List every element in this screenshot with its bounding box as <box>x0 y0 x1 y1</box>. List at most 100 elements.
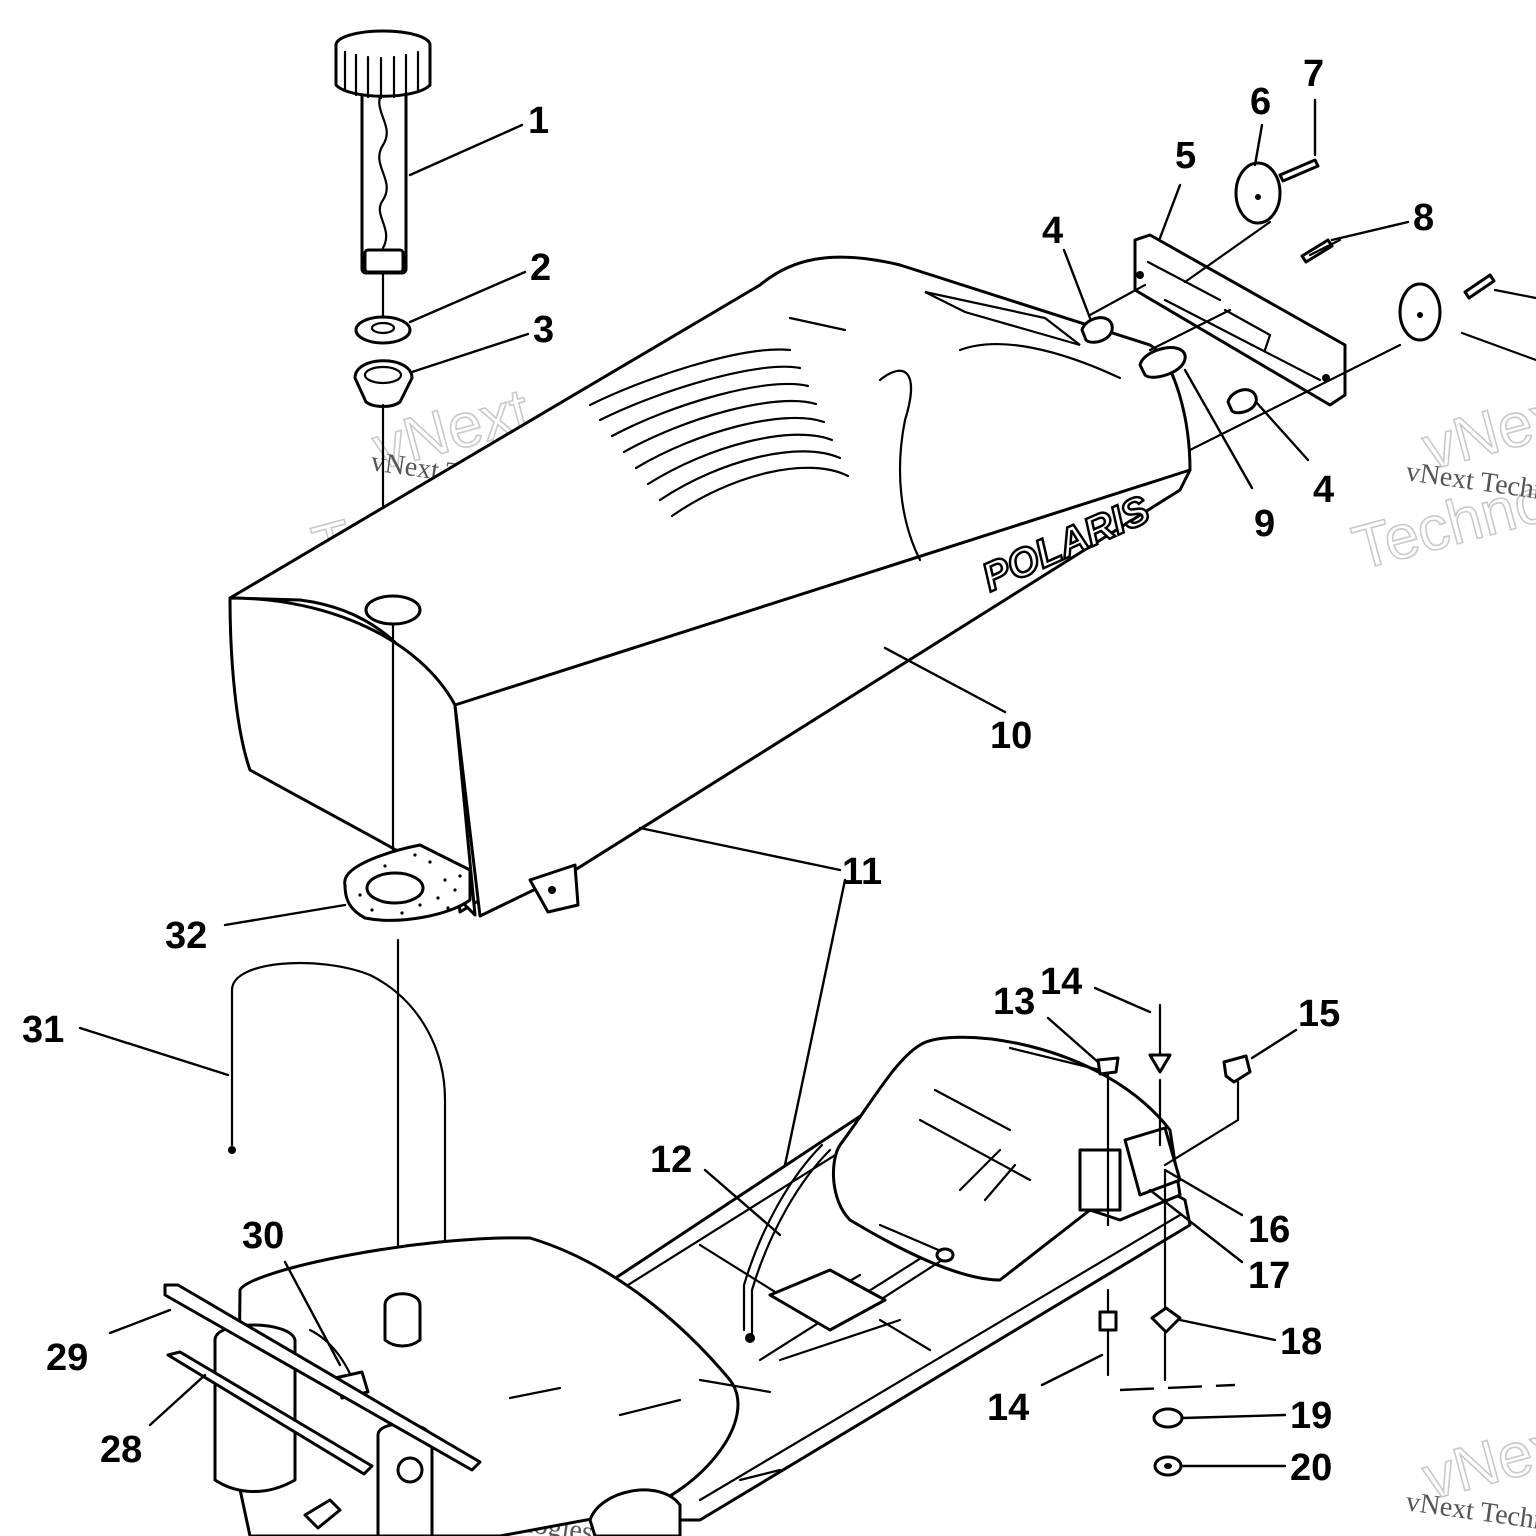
filler-neck-hose <box>378 88 388 250</box>
tank-bottom-fitting <box>588 1488 682 1536</box>
callout-labels: 1 2 3 4 4 5 6 7 8 9 10 11 12 13 14 14 15… <box>22 53 1434 1489</box>
nut-20-hole <box>1164 1463 1172 1469</box>
bulb-9 <box>1138 346 1187 379</box>
callout-4-upper: 4 <box>1042 210 1063 252</box>
tray-details <box>618 1078 1182 1502</box>
tray-plate <box>768 1268 887 1332</box>
nut-13 <box>1096 1056 1120 1076</box>
leader-18 <box>1178 1318 1277 1342</box>
callout-13: 13 <box>993 981 1035 1023</box>
leader-4b <box>1254 400 1310 462</box>
callout-15: 15 <box>1298 993 1340 1035</box>
leader-8 <box>1330 220 1410 242</box>
lens-6-upper <box>1234 161 1282 225</box>
callout-9: 9 <box>1254 503 1275 545</box>
clip-15-line-b <box>1163 1118 1240 1167</box>
leader-15 <box>1250 1028 1298 1060</box>
callout-14-upper: 14 <box>1040 961 1082 1003</box>
callout-31: 31 <box>22 1009 64 1051</box>
washer-2-hole <box>370 321 396 335</box>
callout-14-lower: 14 <box>987 1387 1029 1429</box>
leader-5 <box>1158 183 1182 240</box>
fuel-line-12-outer <box>742 1143 824 1332</box>
taillight-assembly <box>1080 158 1536 452</box>
callout-20: 20 <box>1290 1447 1332 1489</box>
callout-1: 1 <box>528 100 549 142</box>
fuel-line-12 <box>750 1148 832 1337</box>
seat-assembly: POLARIS <box>228 255 1192 918</box>
vent-hose-end <box>228 1146 236 1154</box>
screw-7 <box>1278 158 1320 183</box>
leader-14b <box>1040 1353 1104 1387</box>
nut-18 <box>1150 1306 1182 1334</box>
callout-10: 10 <box>990 715 1032 757</box>
callout-5: 5 <box>1175 135 1196 177</box>
leader-29 <box>108 1308 172 1335</box>
filler-cap-assembly <box>334 29 432 275</box>
tank-and-tray <box>163 1035 1192 1536</box>
leader-32 <box>223 903 347 927</box>
lens-6-upper-center <box>1255 194 1261 200</box>
oil-tank-details <box>918 1046 1102 1202</box>
callout-30: 30 <box>242 1215 284 1257</box>
callout-3: 3 <box>533 309 554 351</box>
callout-6: 6 <box>1250 81 1271 123</box>
callout-17: 17 <box>1248 1255 1290 1297</box>
strap-28 <box>166 1350 374 1476</box>
cap-ribs <box>343 50 420 100</box>
leader-3 <box>410 332 530 374</box>
leader-14a <box>1093 986 1152 1014</box>
clip-15 <box>1222 1054 1252 1084</box>
leader-6 <box>1253 123 1264 167</box>
oil-tank-bracket <box>1078 1148 1122 1212</box>
callout-32: 32 <box>165 915 207 957</box>
fill-pad-32 <box>343 843 472 1292</box>
leader-31 <box>78 1026 230 1077</box>
taillight-guide-lines <box>1088 220 1536 452</box>
callout-16: 16 <box>1248 1209 1290 1251</box>
washer-19 <box>1152 1407 1184 1429</box>
lens-6-lower-center <box>1417 312 1423 318</box>
cable-fitting <box>935 1247 955 1263</box>
hardware-dash-line <box>1119 1383 1236 1392</box>
fuel-line-end <box>745 1333 755 1343</box>
leader-1 <box>408 123 524 177</box>
leader-9 <box>1183 368 1254 490</box>
watermark-big-bottom-right: vNext <box>1416 1406 1536 1514</box>
callout-4-lower: 4 <box>1313 469 1334 511</box>
oil-tank <box>831 1035 1182 1282</box>
seat-contour-line <box>878 369 922 562</box>
seat-fill-hole <box>364 594 422 626</box>
leader-17 <box>1148 1188 1244 1264</box>
leader-11b <box>783 878 847 1167</box>
leader-19 <box>1181 1413 1287 1420</box>
leader-10 <box>883 646 1007 714</box>
taillight-housing-detail <box>1146 260 1322 382</box>
cap-body <box>334 43 432 98</box>
tank-filler-grommet <box>383 1292 422 1348</box>
bulb-4-upper <box>1080 316 1114 344</box>
leader-lines <box>78 98 1410 1468</box>
hardware <box>1096 1003 1252 1477</box>
housing-hole-a <box>1136 271 1144 279</box>
seat-side-panel <box>453 468 1192 918</box>
callout-2: 2 <box>530 247 551 289</box>
seat-mount-hole <box>548 886 556 894</box>
leader-11a <box>638 826 842 872</box>
callout-11: 11 <box>842 851 882 893</box>
strap-29 <box>163 1283 482 1472</box>
callout-19: 19 <box>1290 1395 1332 1437</box>
bottom-bolt <box>303 1498 342 1530</box>
leader-2 <box>408 270 527 324</box>
leader-13 <box>1046 1016 1100 1064</box>
grommet-3-hole <box>363 365 403 385</box>
seat-ribs <box>588 348 850 518</box>
fuel-tank-details <box>508 1378 782 1482</box>
bolt-14-lower-head <box>1098 1310 1118 1332</box>
pad-texture <box>358 853 462 915</box>
leader-28 <box>148 1373 207 1427</box>
callout-28: 28 <box>100 1429 142 1471</box>
leader-4a <box>1062 248 1092 320</box>
washer-2 <box>354 315 412 345</box>
